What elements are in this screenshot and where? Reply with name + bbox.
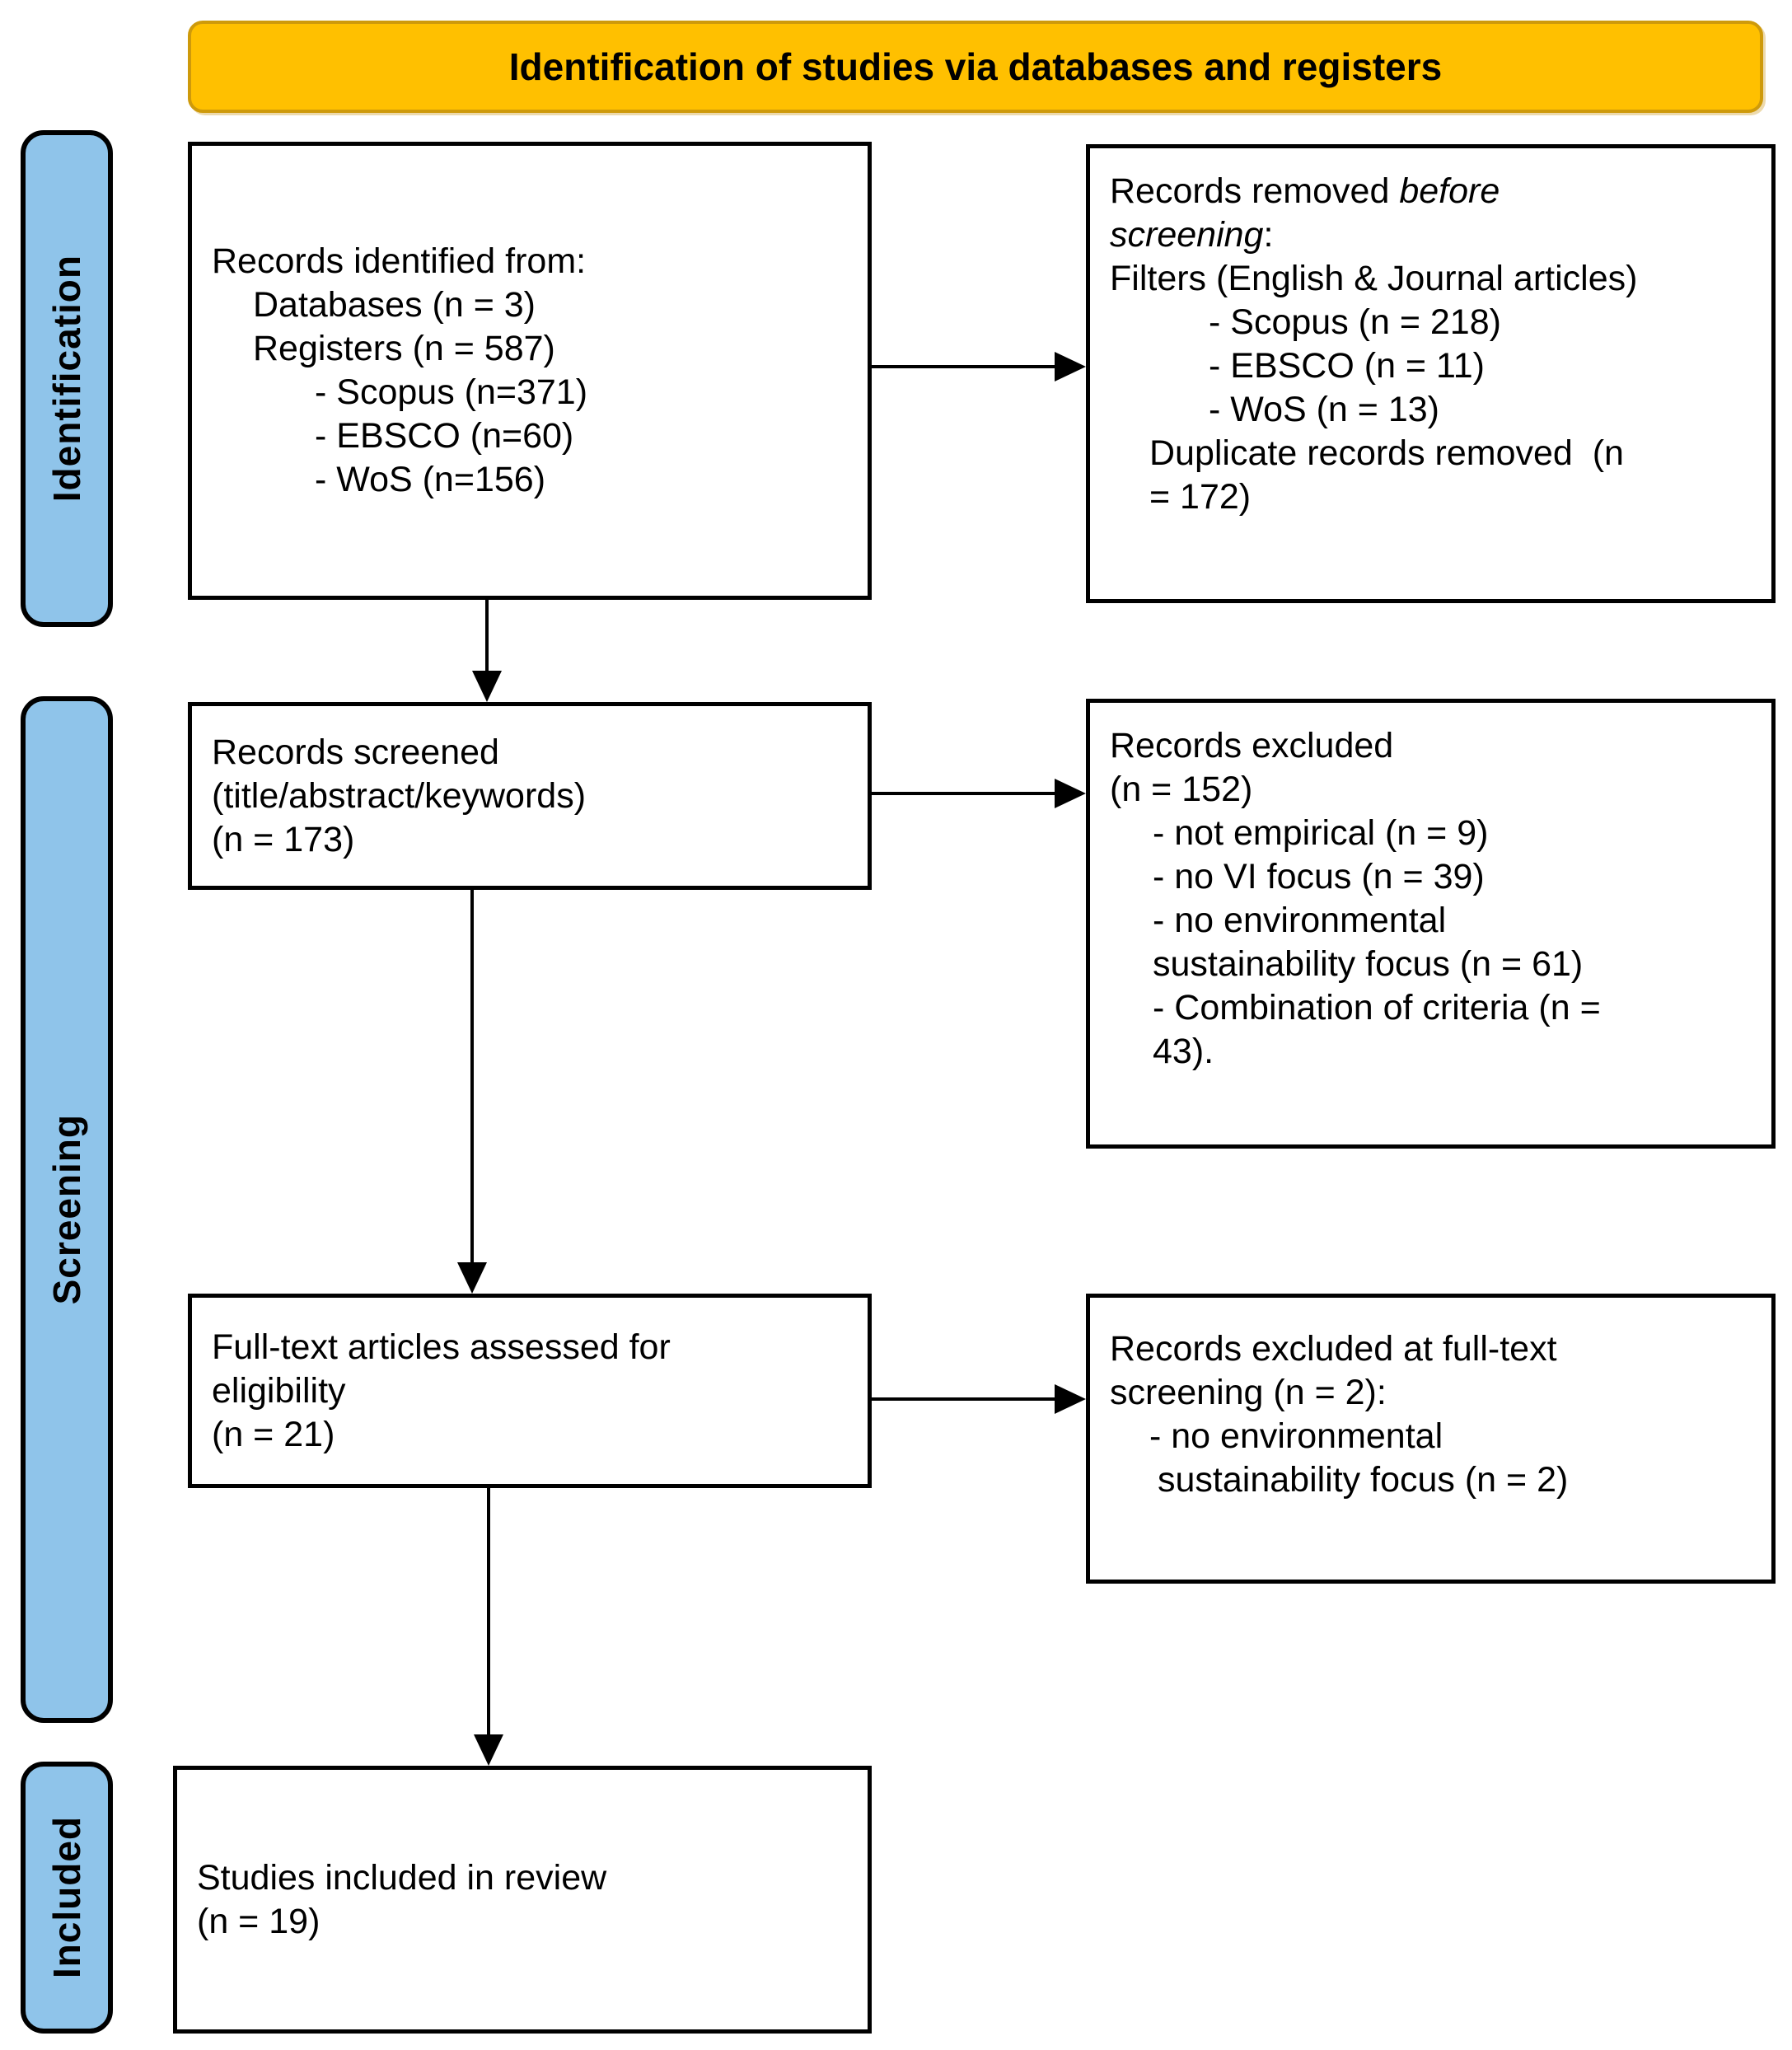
arrow-down-icon [457, 1262, 487, 1294]
box-records-excluded-line: - no VI focus (n = 39) [1153, 857, 1485, 896]
stage-label-identification: Identification [21, 130, 113, 627]
box-records-excluded-line: - no environmental [1153, 901, 1447, 940]
stage-label-included-text: Included [45, 1816, 88, 1979]
box-records-removed-line: - Scopus (n = 218) [1209, 302, 1501, 342]
box-records-excluded-line: - not empirical (n = 9) [1153, 813, 1489, 853]
box-records-removed-line: Filters (English & Journal articles) [1110, 259, 1638, 298]
box-excluded-fulltext: Records excluded at full-text screening … [1086, 1294, 1776, 1584]
arrow-right-icon [1055, 779, 1086, 808]
arrow-down-icon [472, 671, 502, 702]
arrow-screened-to-fulltext-line [470, 890, 474, 1264]
box-records-removed: Records removed before screening: Filter… [1086, 144, 1776, 603]
box-records-screened: Records screened (title/abstract/keyword… [188, 702, 872, 890]
box-fulltext-assessed-line: Full-text articles assessed for [212, 1327, 671, 1367]
stage-label-included: Included [21, 1762, 113, 2034]
arrow-identified-to-screened-line [485, 600, 489, 672]
box-records-screened-line: (title/abstract/keywords) [212, 775, 587, 816]
diagram-title: Identification of studies via databases … [508, 45, 1443, 88]
box-records-removed-line: = 172) [1149, 477, 1252, 517]
box-records-removed-line: Records removed before [1110, 170, 1755, 213]
box-records-identified: Records identified from: Databases (n = … [188, 142, 872, 600]
arrow-fulltext-to-excludedft-line [872, 1397, 1056, 1401]
box-studies-included: Studies included in review (n = 19) [173, 1766, 872, 2034]
box-excluded-fulltext-line: sustainability focus (n = 2) [1158, 1460, 1569, 1500]
box-records-removed-line: - WoS (n = 13) [1209, 390, 1440, 429]
box-records-screened-line: (n = 173) [212, 819, 355, 859]
box-records-identified-line: Databases (n = 3) [253, 285, 536, 325]
box-excluded-fulltext-line: - no environmental [1149, 1416, 1443, 1456]
box-records-excluded-line: 43). [1153, 1032, 1214, 1071]
box-studies-included-line: Studies included in review [197, 1857, 607, 1898]
box-records-excluded-line: sustainability focus (n = 61) [1153, 944, 1584, 984]
records-removed-italic: screening [1110, 215, 1264, 255]
box-fulltext-assessed: Full-text articles assessed for eligibil… [188, 1294, 872, 1488]
box-excluded-fulltext-line: Records excluded at full-text [1110, 1329, 1557, 1369]
box-records-identified-line: - WoS (n=156) [315, 460, 546, 499]
box-records-removed-line: - EBSCO (n = 11) [1209, 346, 1485, 386]
stage-label-screening: Screening [21, 696, 113, 1723]
title-banner: Identification of studies via databases … [188, 21, 1763, 113]
box-records-removed-line: screening: [1110, 213, 1755, 257]
box-records-identified-line: - Scopus (n=371) [315, 372, 588, 412]
arrow-right-icon [1055, 352, 1086, 381]
box-records-excluded-line: (n = 152) [1110, 770, 1253, 809]
box-records-excluded: Records excluded (n = 152) - not empiric… [1086, 699, 1776, 1149]
box-records-identified-line: - EBSCO (n=60) [315, 416, 574, 456]
box-records-excluded-line: - Combination of criteria (n = [1153, 988, 1601, 1027]
box-studies-included-line: (n = 19) [197, 1901, 321, 1941]
arrow-down-icon [474, 1734, 503, 1766]
arrow-identified-to-removed-line [872, 365, 1056, 368]
box-records-excluded-line: Records excluded [1110, 726, 1394, 765]
stage-label-identification-text: Identification [45, 255, 88, 503]
box-records-identified-line: Records identified from: [212, 241, 587, 281]
arrow-right-icon [1055, 1384, 1086, 1414]
box-records-removed-line: Duplicate records removed (n [1149, 433, 1624, 473]
box-records-screened-line: Records screened [212, 732, 499, 772]
records-removed-text: Records removed [1110, 171, 1400, 211]
stage-label-screening-text: Screening [45, 1114, 88, 1305]
box-fulltext-assessed-line: eligibility [212, 1370, 346, 1411]
arrow-fulltext-to-included-line [487, 1488, 490, 1736]
box-excluded-fulltext-line: screening (n = 2): [1110, 1373, 1387, 1412]
records-removed-text: : [1263, 215, 1274, 255]
box-fulltext-assessed-line: (n = 21) [212, 1414, 335, 1454]
arrow-screened-to-excluded-line [872, 792, 1056, 795]
box-records-identified-line: Registers (n = 587) [253, 329, 555, 368]
records-removed-italic: before [1399, 171, 1500, 211]
